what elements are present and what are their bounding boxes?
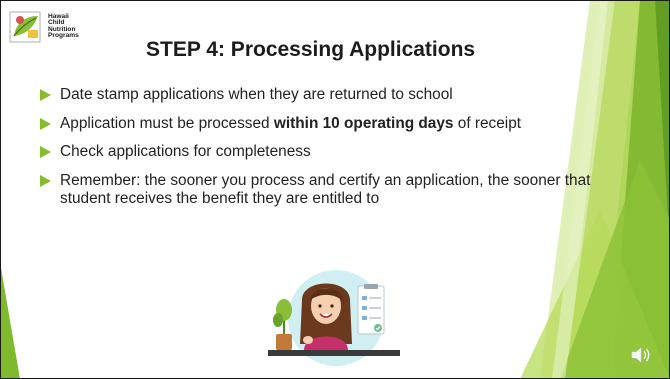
- bullet-item: Check applications for completeness: [40, 143, 600, 162]
- green-leaf-logo-icon: [9, 11, 41, 43]
- woman-reviewing-checklist-illustration: [268, 270, 400, 366]
- hawaii-child-nutrition-logo: Hawaii Child Nutrition Programs: [8, 8, 90, 48]
- speaker-icon[interactable]: [630, 346, 652, 364]
- bullet-item: Date stamp applications when they are re…: [40, 86, 600, 105]
- bullet-arrow-icon: [40, 146, 51, 158]
- bullet-arrow-icon: [40, 174, 51, 187]
- bullet-item: Remember: the sooner you process and cer…: [40, 172, 600, 209]
- logo-text: Hawaii Child Nutrition Programs: [48, 13, 79, 39]
- bullet-item: Application must be processed within 10 …: [40, 115, 600, 134]
- emphasis-text: within 10 operating days: [273, 114, 454, 132]
- bullet-arrow-icon: [40, 117, 51, 130]
- bullet-list: Date stamp applications when they are re…: [40, 86, 600, 219]
- bullet-arrow-icon: [40, 89, 51, 101]
- slide-title: STEP 4: Processing Applications: [146, 38, 476, 61]
